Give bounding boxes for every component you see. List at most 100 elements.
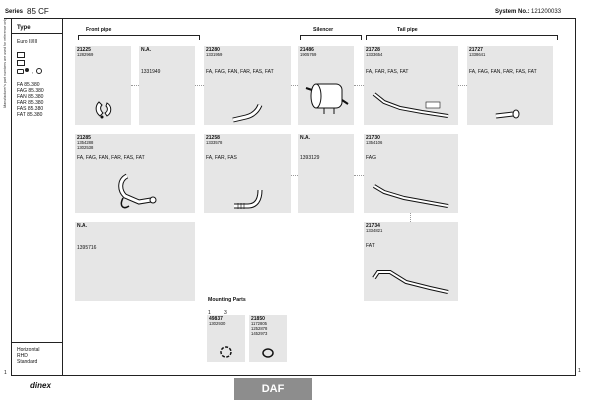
part-card-21727[interactable]: 21727 1338641 FA, FAG, FAN, FAR, FAS, FA… <box>467 46 553 125</box>
oem-codes: 1334821 <box>366 228 383 233</box>
fitment: FA, FAG, FAN, FAR, FAS, FAT <box>77 155 145 161</box>
type-label: Type <box>17 25 31 31</box>
front-pipe-bracket <box>78 35 200 40</box>
part-card-na-1[interactable]: N.A. 1331949 <box>139 46 195 125</box>
sidebar-right-rule <box>62 18 63 376</box>
oem-codes: 1333654 <box>366 52 383 57</box>
separator-comma: , <box>32 69 34 75</box>
silencer-bracket <box>300 35 362 40</box>
pipe-icon <box>232 103 263 123</box>
end-pipe-icon <box>495 109 520 119</box>
model-item: FAS 85.380 <box>17 106 44 112</box>
part-number: 21850 <box>251 316 265 322</box>
part-number: 21285 <box>77 135 91 141</box>
connector <box>291 175 298 176</box>
oem-codes: 1338641 <box>469 52 486 57</box>
oem-reference: 1331949 <box>141 69 161 75</box>
config-list: Horizontal RHD Standard <box>17 347 40 365</box>
part-card-21734[interactable]: 21734 1334821 FAT <box>364 222 458 301</box>
part-card-21730[interactable]: 21730 1354106 FAG <box>364 134 458 213</box>
header-rule <box>4 18 576 19</box>
model-item: FAR 85.380 <box>17 100 44 106</box>
part-number: N.A. <box>141 47 151 53</box>
part-card-21850[interactable]: 21850 1172805 1252878 1452973 <box>249 315 287 362</box>
fitment: FAT <box>366 243 375 249</box>
part-number: 21727 <box>469 47 483 53</box>
ring-clamp-icon <box>220 346 232 358</box>
qty-2: 3 <box>224 310 227 316</box>
section-tail-pipe: Tail pipe <box>397 27 418 33</box>
part-card-na-2[interactable]: N.A. 1393129 <box>298 134 354 213</box>
connector <box>195 85 204 86</box>
model-list: FA 85.380 FAG 85.380 FAN 85.380 FAR 85.3… <box>17 82 44 118</box>
fitment: FA, FAG, FAN, FAR, FAS, FAT <box>469 69 537 75</box>
connector <box>410 213 411 222</box>
page-left: 1 <box>4 370 7 376</box>
flex-pipe-icon <box>118 173 157 209</box>
part-number: N.A. <box>77 223 87 229</box>
section-mounting-parts: Mounting Parts <box>208 297 246 303</box>
dinex-logo: dinex <box>30 381 51 390</box>
silencer-icon <box>305 83 349 114</box>
oem-codes: 1172805 1252878 1452973 <box>251 321 268 336</box>
bellow-pipe-icon <box>234 189 263 209</box>
part-card-21486[interactable]: 21486 1905769 <box>298 46 354 125</box>
part-number: 21734 <box>366 223 380 229</box>
lhd-icon <box>17 60 25 66</box>
connector <box>131 85 139 86</box>
page-right: 1 <box>578 368 581 374</box>
part-number: N.A. <box>300 135 310 141</box>
config-orientation: Horizontal <box>17 347 40 353</box>
part-card-21285[interactable]: 21285 1354288 1302538 FA, FAG, FAN, FAR,… <box>75 134 195 213</box>
system-label: System No.: <box>495 9 530 15</box>
part-card-21258[interactable]: 21258 1333578 FA, FAR, FAS <box>204 134 291 213</box>
tail-pipe-icon <box>372 270 449 294</box>
dot-icon-2 <box>36 68 42 74</box>
part-number: 21280 <box>206 47 220 53</box>
oem-codes: 1331959 <box>206 52 223 57</box>
model-item: FA 85.380 <box>17 82 40 88</box>
oem-codes: 1354106 <box>366 140 383 145</box>
tail-pipe-bracket <box>366 35 558 40</box>
tail-pipe-icon <box>372 92 449 118</box>
engine-icon <box>17 69 24 74</box>
part-number: 49837 <box>209 316 223 322</box>
gasket-icon <box>262 348 274 358</box>
oem-reference: 1393129 <box>300 155 320 161</box>
part-number: 21730 <box>366 135 380 141</box>
footer-rule <box>11 342 62 343</box>
part-card-21728[interactable]: 21728 1333654 FA, FAR, FAS, FAT <box>364 46 458 125</box>
bottom-rule <box>11 375 576 376</box>
model-item: FAG 85.380 <box>17 88 44 94</box>
connector <box>354 175 364 176</box>
connector <box>354 85 364 86</box>
qty-1: 1 <box>208 310 211 316</box>
type-rule <box>11 33 62 34</box>
fitment: FAG <box>366 155 377 161</box>
oem-codes: 1354288 1302538 <box>77 140 94 150</box>
part-card-21225[interactable]: 21225 1282969 <box>75 46 131 125</box>
hz-icon <box>17 52 25 58</box>
part-number: 21258 <box>206 135 220 141</box>
vertical-note: Manufacturer's part numbers are used for… <box>3 18 7 108</box>
part-number: 21225 <box>77 47 91 53</box>
model-item: FAN 85.380 <box>17 94 44 100</box>
fitment: FA, FAR, FAS, FAT <box>366 69 409 75</box>
config-drive: RHD <box>17 353 28 359</box>
brand-badge: DAF <box>234 378 312 400</box>
part-number: 21728 <box>366 47 380 53</box>
euro-class: Euro II/III <box>17 39 38 45</box>
fitment: FA, FAG, FAN, FAR, FAS, FAT <box>206 69 274 75</box>
part-card-21280[interactable]: 21280 1331959 FA, FAG, FAN, FAR, FAS, FA… <box>204 46 291 125</box>
section-silencer: Silencer <box>313 27 334 33</box>
series-label: Series <box>5 9 24 15</box>
tail-pipe-icon <box>372 184 449 208</box>
series-value: 85 CF <box>27 7 49 16</box>
part-card-na-3[interactable]: N.A. 1395716 <box>75 222 195 301</box>
right-rule <box>575 18 576 376</box>
part-card-49837[interactable]: 49837 1302930 <box>207 315 245 362</box>
oem-reference: 1395716 <box>77 245 97 251</box>
system-value: 121200033 <box>531 9 562 15</box>
part-number: 21486 <box>300 47 314 53</box>
fitment: FA, FAR, FAS <box>206 155 237 161</box>
